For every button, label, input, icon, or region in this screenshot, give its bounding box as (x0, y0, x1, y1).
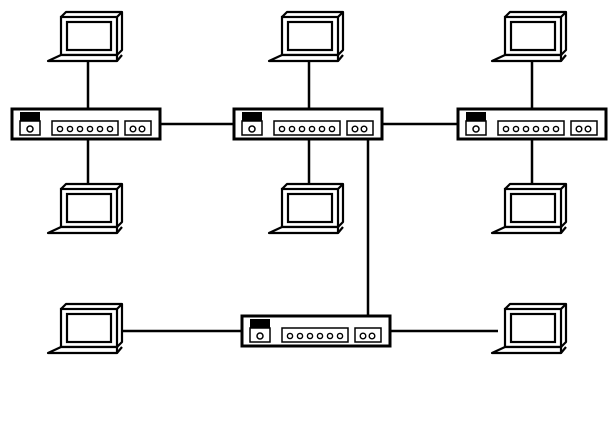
computer-icon (267, 182, 345, 235)
computer-icon (490, 10, 568, 63)
computer-icon (46, 182, 124, 235)
computer-icon (267, 10, 345, 63)
computer-icon (490, 182, 568, 235)
computer-icon (490, 302, 568, 355)
network-switch-icon (232, 107, 384, 141)
network-switch-icon (456, 107, 608, 141)
network-switch-icon (240, 314, 392, 348)
links-layer (86, 62, 534, 333)
devices-layer (10, 10, 608, 355)
network-switch-icon (10, 107, 162, 141)
computer-icon (46, 302, 124, 355)
computer-icon (46, 10, 124, 63)
